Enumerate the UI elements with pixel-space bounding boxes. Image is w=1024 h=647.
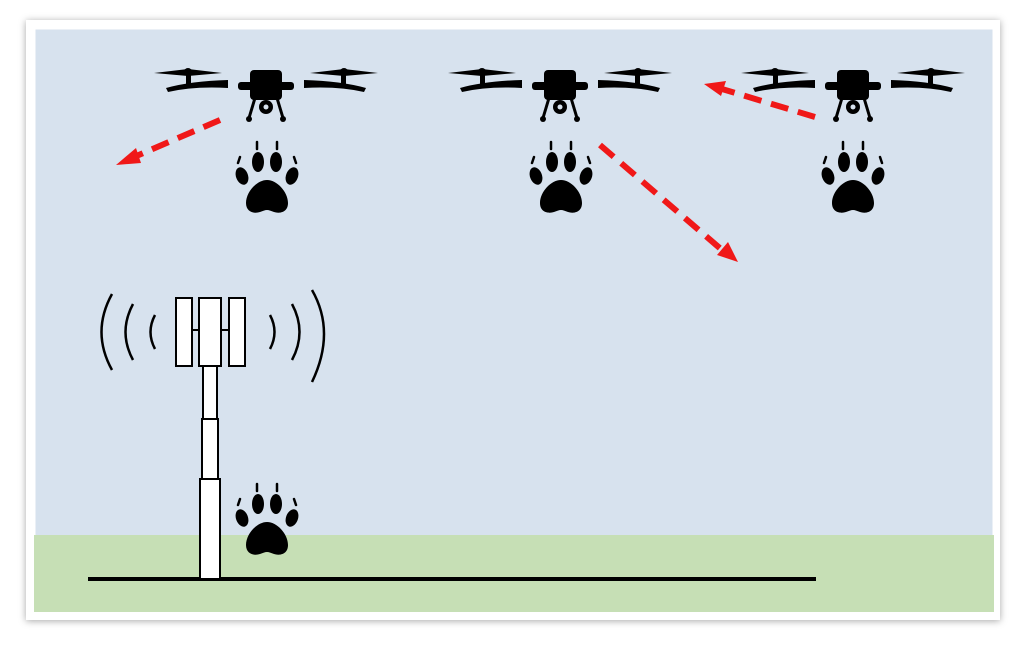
sky-background bbox=[32, 26, 996, 614]
arrow-icon-center bbox=[598, 142, 738, 262]
cell-tower-icon bbox=[175, 297, 246, 580]
ground-area bbox=[34, 535, 994, 612]
arrow-icon-left bbox=[116, 117, 222, 165]
arrow-icon-right bbox=[704, 81, 816, 120]
radio-waves-icon bbox=[100, 289, 326, 383]
